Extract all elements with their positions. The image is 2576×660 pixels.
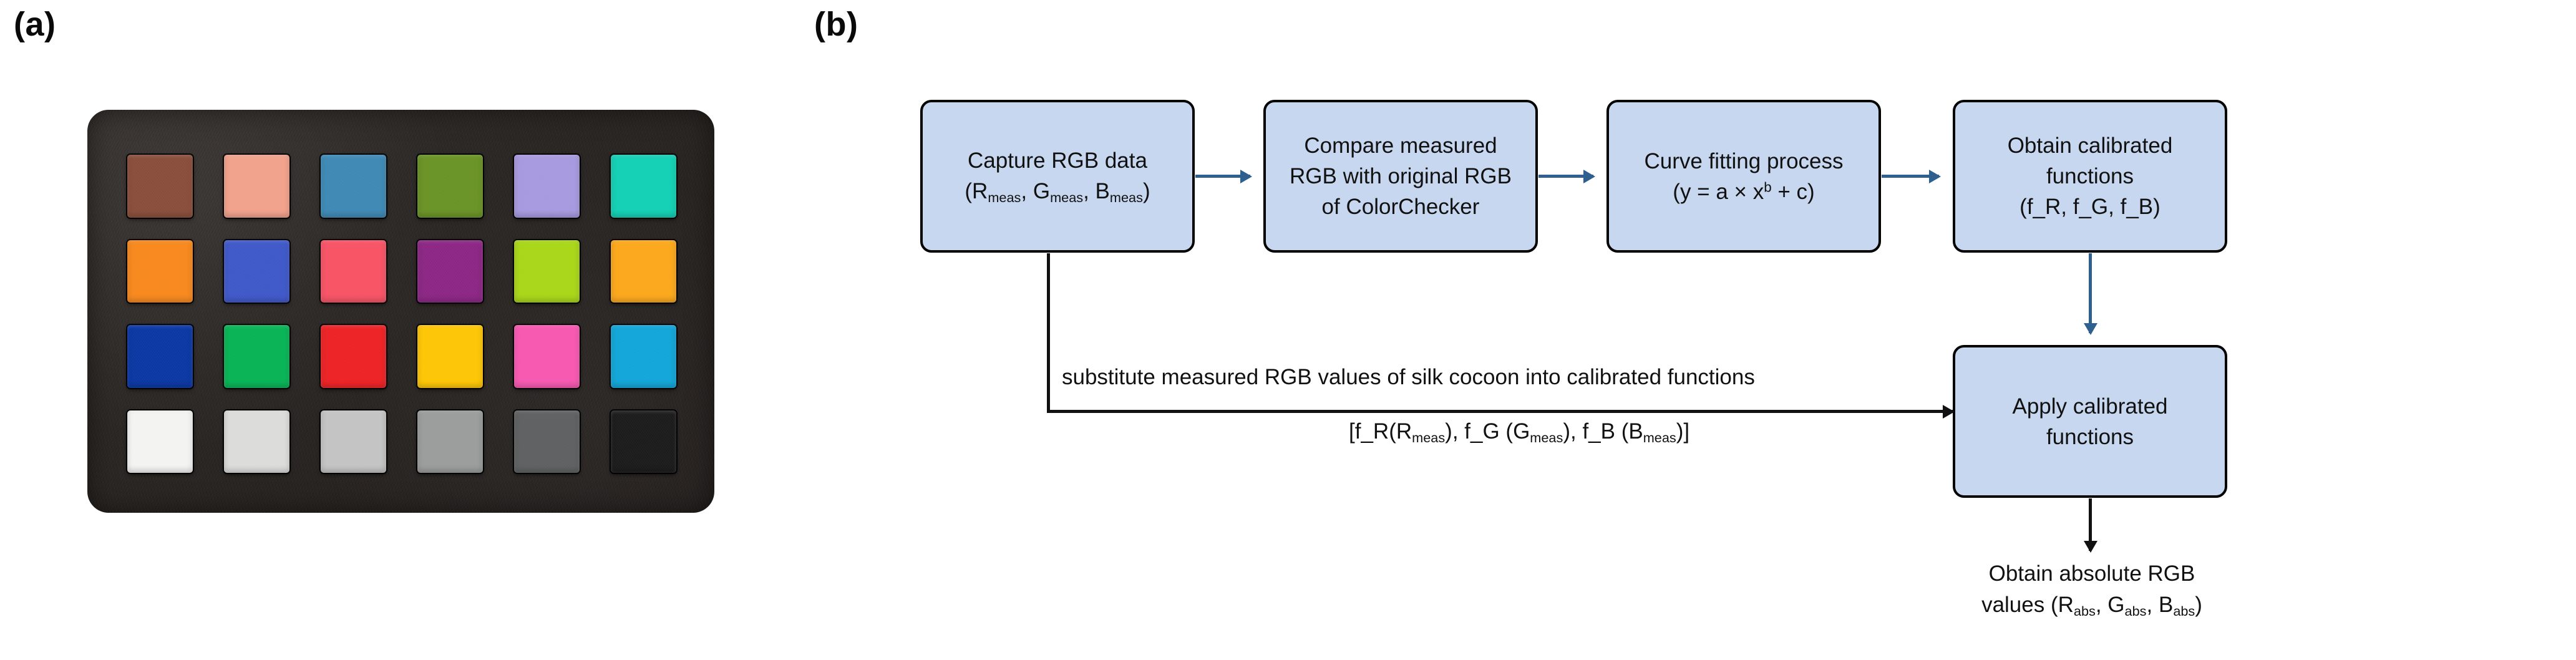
color-swatch-purplish-blue bbox=[224, 240, 289, 303]
flow-box-capture-rgb-data[interactable]: Capture RGB data(Rmeas, Gmeas, Bmeas) bbox=[920, 100, 1195, 253]
panel-label-a: (a) bbox=[14, 6, 56, 43]
color-swatch-yellow-green bbox=[514, 240, 580, 303]
color-swatch-dark-skin bbox=[127, 155, 193, 218]
elbow-connector-horizontal bbox=[1047, 410, 1953, 413]
color-swatch-blue-flower bbox=[514, 155, 580, 218]
flow-box-label: Capture RGB data(Rmeas, Gmeas, Bmeas) bbox=[965, 148, 1150, 205]
color-swatch-white bbox=[127, 410, 193, 473]
color-swatch-purple bbox=[417, 240, 483, 303]
color-swatch-cyan bbox=[611, 325, 676, 388]
color-swatch-bluish-green bbox=[611, 155, 676, 218]
arrow-obtain-to-apply bbox=[2089, 253, 2092, 333]
color-swatch-neutral-3-5 bbox=[514, 410, 580, 473]
color-swatch-neutral-5 bbox=[417, 410, 483, 473]
arrow-apply-to-output bbox=[2089, 498, 2092, 551]
flow-box-curve-fitting-process[interactable]: Curve fitting process(y = a × xb + c) bbox=[1606, 100, 1881, 253]
color-swatch-neutral-6-5 bbox=[321, 410, 386, 473]
arrow-compare-to-curve-fitting bbox=[1538, 175, 1593, 178]
color-swatch-yellow bbox=[417, 325, 483, 388]
flow-box-label: Curve fitting process(y = a × xb + c) bbox=[1644, 148, 1844, 204]
arrow-capture-to-compare bbox=[1195, 175, 1250, 178]
color-swatch-black bbox=[611, 410, 676, 473]
color-swatch-orange bbox=[127, 240, 193, 303]
color-swatch-orange-yellow bbox=[611, 240, 676, 303]
calibration-flowchart: Capture RGB data(Rmeas, Gmeas, Bmeas) Co… bbox=[805, 0, 2576, 660]
substitute-label-text: substitute measured RGB values of silk c… bbox=[1062, 365, 1755, 389]
color-swatch-foliage bbox=[417, 155, 483, 218]
colorchecker-swatch-grid bbox=[127, 155, 676, 473]
color-swatch-red bbox=[321, 325, 386, 388]
colorchecker-photo bbox=[87, 110, 714, 513]
color-swatch-light-skin bbox=[224, 155, 289, 218]
color-swatch-blue bbox=[127, 325, 193, 388]
color-swatch-magenta bbox=[514, 325, 580, 388]
color-swatch-moderate-red bbox=[321, 240, 386, 303]
arrow-curve-fitting-to-obtain bbox=[1882, 175, 1939, 178]
substitute-formula-text: [f_R(Rmeas), f_G (Gmeas), f_B (Bmeas)] bbox=[1349, 419, 1690, 446]
color-swatch-green bbox=[224, 325, 289, 388]
color-swatch-neutral-8 bbox=[224, 410, 289, 473]
panel-label-b: (b) bbox=[814, 6, 858, 43]
color-swatch-blue-sky bbox=[321, 155, 386, 218]
elbow-connector-vertical bbox=[1047, 253, 1050, 413]
